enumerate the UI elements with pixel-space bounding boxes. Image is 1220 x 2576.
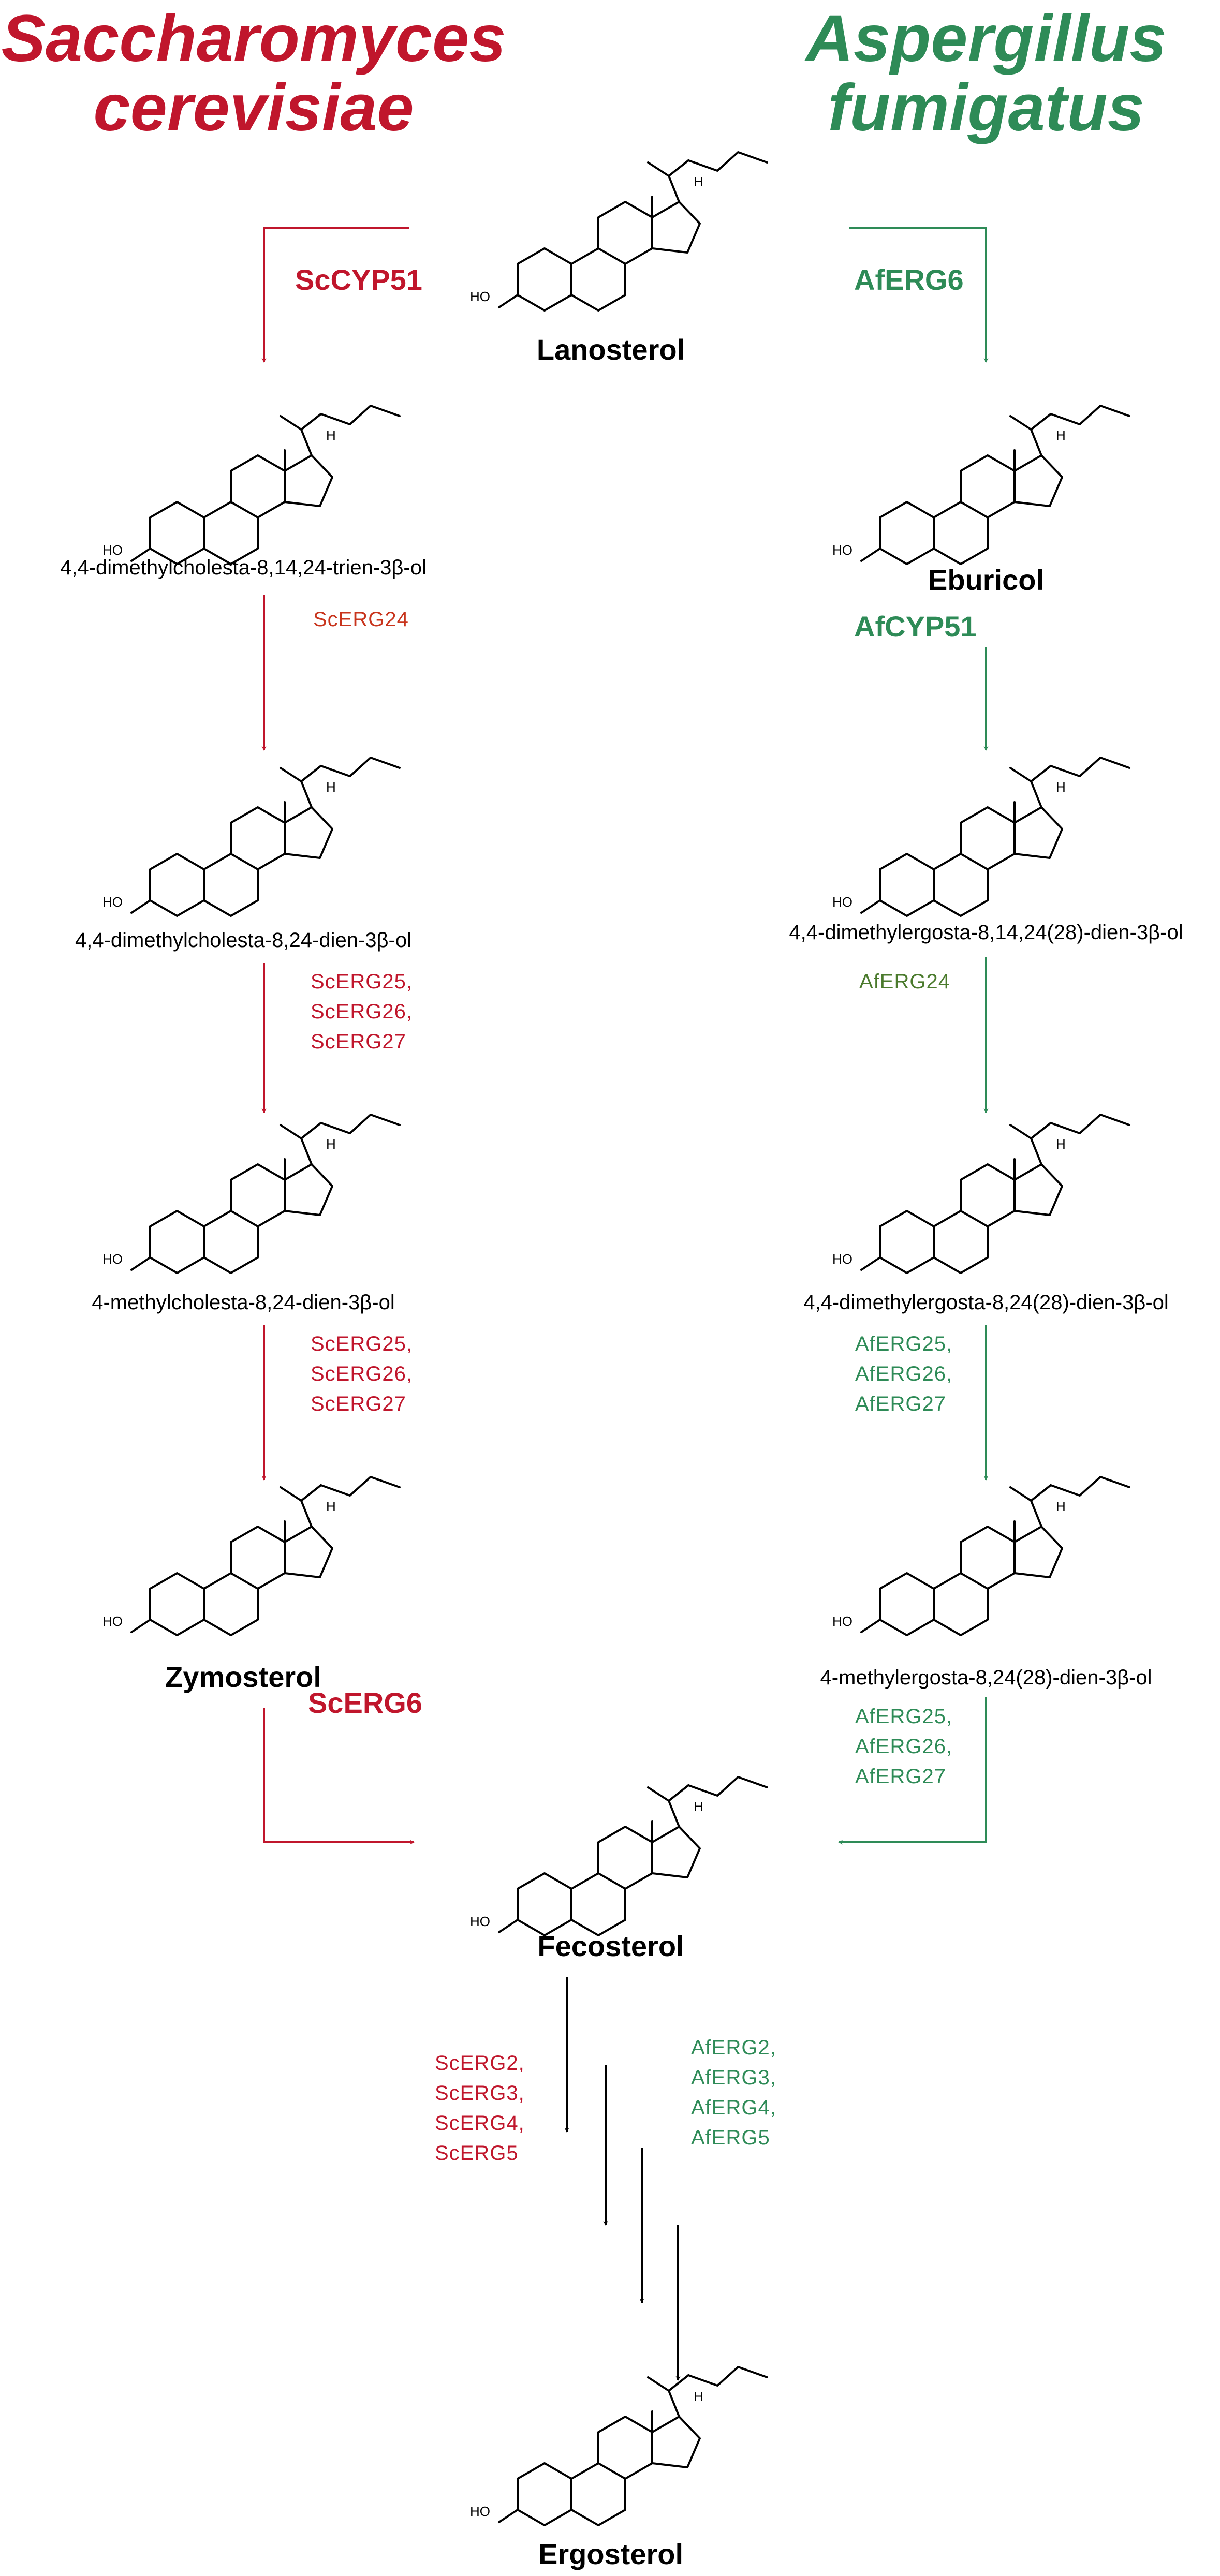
structure-eburicol: HO H: [832, 405, 1130, 565]
enzyme-line: ScERG3,: [435, 2082, 525, 2105]
title-af-line2: fumigatus: [828, 71, 1144, 145]
enzyme-line: ScERG27: [311, 1030, 406, 1053]
hydrogen-label: H: [1056, 779, 1066, 795]
structure-zymosterol: HO H: [102, 1476, 401, 1636]
label-af-m2: 4,4-dimethylergosta-8,24(28)-dien-3β-ol: [803, 1291, 1169, 1314]
label-sc-m2: 4,4-dimethylcholesta-8,24-dien-3β-ol: [75, 929, 411, 952]
enzyme-line: ScERG26,: [311, 1363, 413, 1385]
enzyme-line: AfERG27: [855, 1393, 946, 1415]
title-af-line1: Aspergillus: [804, 2, 1166, 76]
title-sc-line1: Saccharomyces: [2, 2, 506, 76]
hydrogen-label: H: [326, 1136, 336, 1152]
hydrogen-label: H: [1056, 427, 1066, 443]
enzyme-line: ScERG25,: [311, 970, 413, 993]
hydrogen-label: H: [1056, 1136, 1066, 1152]
label-ergosterol: Ergosterol: [538, 2538, 683, 2570]
label-lanosterol: Lanosterol: [537, 333, 685, 366]
structure-af-m1: HO H: [832, 757, 1130, 917]
enzyme-line: ScERG27: [311, 1393, 406, 1415]
hydroxyl-label: HO: [102, 1613, 123, 1629]
arrow-af-m3-to-fecosterol: [838, 1697, 987, 1845]
enzyme-line: AfERG26,: [855, 1735, 952, 1758]
arrow-af-lanosterol-to-eburicol: [849, 227, 989, 363]
label-eburicol: Eburicol: [928, 564, 1044, 596]
hydroxyl-label: HO: [102, 542, 123, 558]
enzyme-line: ScERG4,: [435, 2112, 525, 2135]
hydroxyl-label: HO: [832, 1251, 852, 1267]
enzyme-group-sc-erg2-5: ScERG2, ScERG3, ScERG4, ScERG5: [435, 2052, 525, 2165]
title-sc-line2: cerevisiae: [93, 71, 414, 145]
label-af-m3: 4-methylergosta-8,24(28)-dien-3β-ol: [820, 1666, 1152, 1689]
hydrogen-label: H: [694, 2389, 703, 2404]
hydroxyl-label: HO: [470, 1914, 490, 1929]
enzyme-scERG6: ScERG6: [308, 1686, 422, 1719]
structure-sc-m1: HO H: [102, 405, 401, 565]
arrow-sc-lanosterol-to-m1: [261, 227, 409, 363]
enzyme-line: ScERG26,: [311, 1000, 413, 1023]
structure-af-m3: HO H: [832, 1476, 1130, 1636]
label-af-m1: 4,4-dimethylergosta-8,14,24(28)-dien-3β-…: [789, 921, 1183, 944]
enzyme-line: ScERG2,: [435, 2052, 525, 2075]
enzyme-line: ScERG25,: [311, 1333, 413, 1355]
arrow-sc-zymosterol-to-fecosterol: [263, 1708, 415, 1845]
enzyme-afCYP51: AfCYP51: [854, 610, 977, 643]
structure-fecosterol: HO H: [470, 1776, 768, 1936]
hydroxyl-label: HO: [470, 2504, 490, 2519]
structure-af-m2: HO H: [832, 1114, 1130, 1274]
enzyme-group-af-erg25-27-b: AfERG25, AfERG26, AfERG27: [855, 1705, 952, 1788]
hydrogen-label: H: [694, 174, 703, 189]
hydrogen-label: H: [694, 1799, 703, 1814]
label-zymosterol: Zymosterol: [165, 1661, 321, 1693]
hydroxyl-label: HO: [102, 1251, 123, 1267]
enzyme-afERG6: AfERG6: [854, 263, 964, 296]
structure-sc-m2: HO H: [102, 757, 401, 917]
enzyme-group-af-erg25-27-a: AfERG25, AfERG26, AfERG27: [855, 1333, 952, 1415]
enzyme-line: AfERG5: [691, 2126, 770, 2149]
enzyme-line: ScERG5: [435, 2142, 519, 2165]
enzyme-line: AfERG4,: [691, 2096, 776, 2119]
enzyme-group-sc-erg25-27-b: ScERG25, ScERG26, ScERG27: [311, 1333, 413, 1415]
structure-sc-m3: HO H: [102, 1114, 401, 1274]
label-sc-m1: 4,4-dimethylcholesta-8,14,24-trien-3β-ol: [60, 556, 427, 579]
hydrogen-label: H: [326, 427, 336, 443]
enzyme-group-sc-erg25-27-a: ScERG25, ScERG26, ScERG27: [311, 970, 413, 1053]
hydroxyl-label: HO: [102, 894, 123, 910]
enzyme-line: AfERG26,: [855, 1363, 952, 1385]
enzyme-afERG24: AfERG24: [859, 970, 950, 993]
label-sc-m3: 4-methylcholesta-8,24-dien-3β-ol: [92, 1291, 395, 1314]
structure-lanosterol: HO H: [470, 151, 768, 312]
label-fecosterol: Fecosterol: [537, 1930, 684, 1962]
enzyme-line: AfERG27: [855, 1765, 946, 1788]
enzyme-line: AfERG25,: [855, 1705, 952, 1728]
hydrogen-label: H: [1056, 1499, 1066, 1514]
enzyme-line: AfERG25,: [855, 1333, 952, 1355]
enzyme-group-af-erg2-5: AfERG2, AfERG3, AfERG4, AfERG5: [691, 2036, 776, 2149]
enzyme-scERG24: ScERG24: [313, 608, 409, 631]
hydroxyl-label: HO: [832, 1613, 852, 1629]
structure-ergosterol: HO H: [470, 2366, 768, 2526]
hydroxyl-label-red: HO: [832, 542, 852, 558]
enzyme-scCYP51: ScCYP51: [295, 263, 422, 296]
hydroxyl-label: HO: [832, 894, 852, 910]
enzyme-line: AfERG3,: [691, 2066, 776, 2089]
enzyme-line: AfERG2,: [691, 2036, 776, 2059]
hydroxyl-label: HO: [470, 289, 490, 304]
hydrogen-label: H: [326, 779, 336, 795]
hydrogen-label: H: [326, 1499, 336, 1514]
